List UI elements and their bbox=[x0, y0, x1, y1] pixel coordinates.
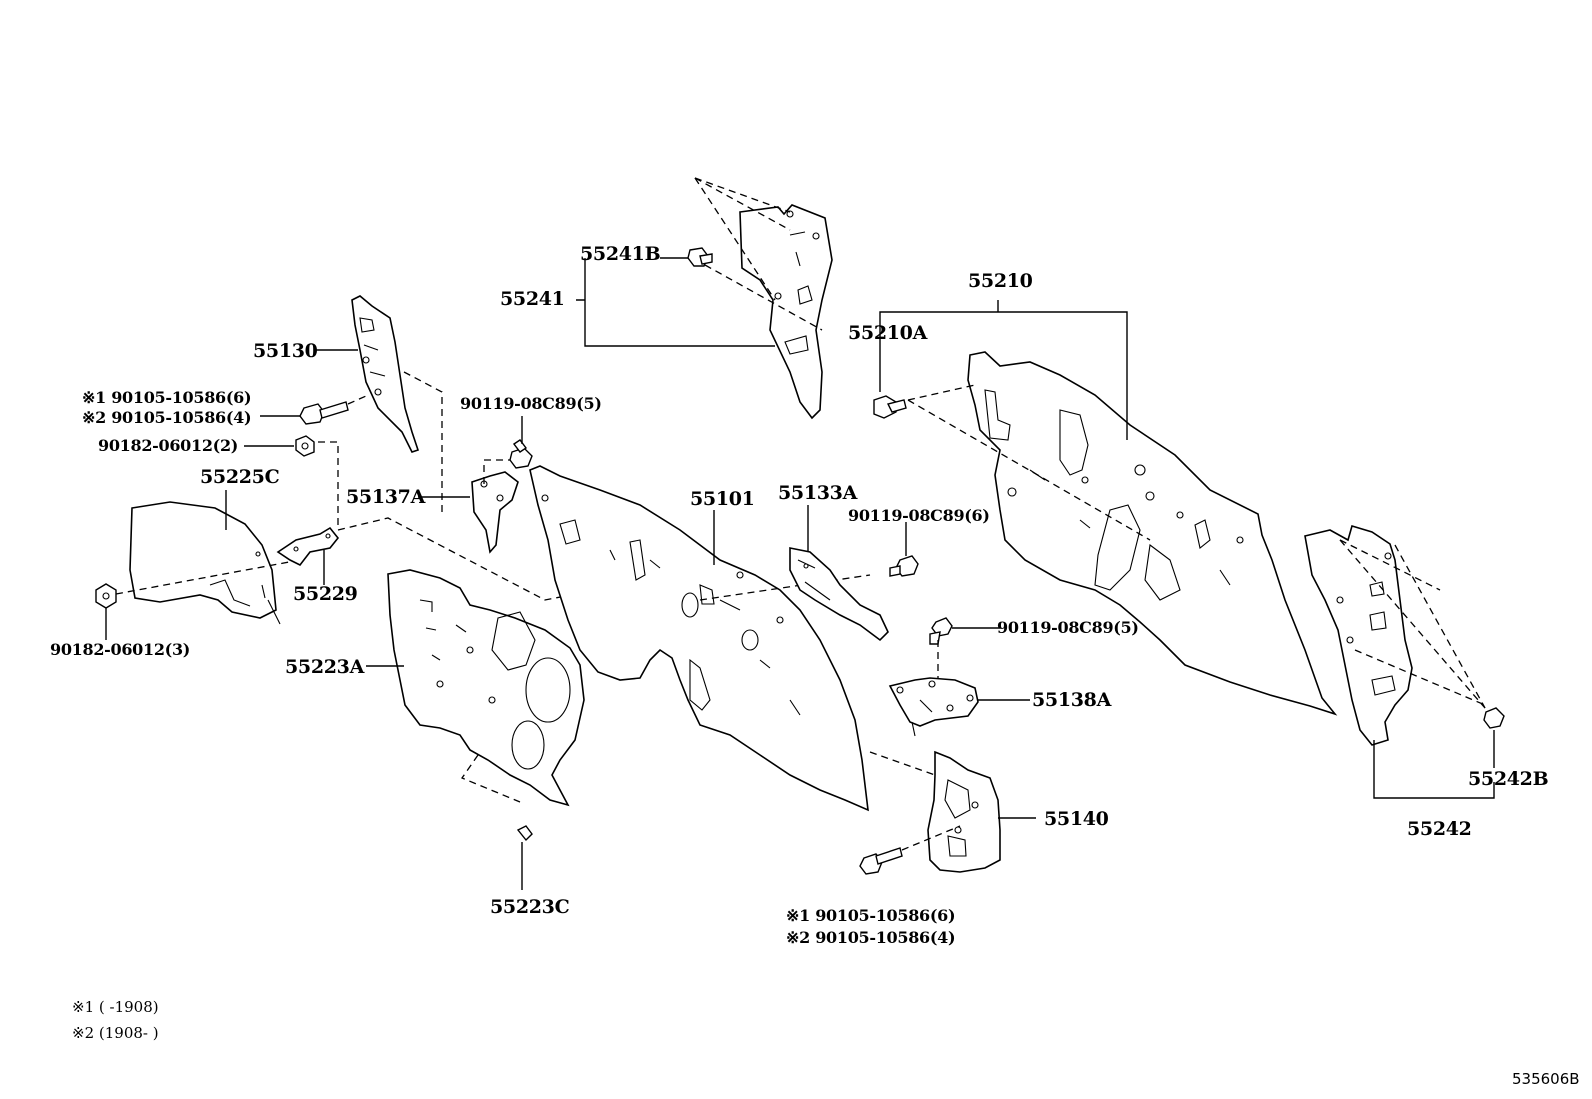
label-55133A: 55133A bbox=[778, 482, 858, 504]
label-55210: 55210 bbox=[968, 270, 1033, 292]
label-55223A: 55223A bbox=[285, 656, 365, 678]
label-55241: 55241 bbox=[500, 288, 565, 310]
label-90105-10586-4-low: ※2 90105-10586(4) bbox=[786, 928, 956, 947]
label-90182-06012-2: 90182-06012(2) bbox=[98, 436, 239, 455]
nut-90182-bottom-drawing bbox=[95, 583, 117, 609]
label-90105-10586-6-low: ※1 90105-10586(6) bbox=[786, 906, 956, 925]
clip-55242B-drawing bbox=[1483, 707, 1505, 729]
bolt-90119-mid-drawing bbox=[889, 555, 919, 577]
footnote-1: ※1 ( -1908) bbox=[72, 998, 159, 1016]
label-90119-08C89-5-top: 90119-08C89(5) bbox=[460, 394, 602, 413]
label-90105-10586-4-top: ※2 90105-10586(4) bbox=[82, 408, 252, 427]
bracket-55138A-drawing bbox=[888, 640, 979, 737]
label-90119-08C89-5-low: 90119-08C89(5) bbox=[997, 618, 1139, 637]
part-55223A-drawing bbox=[387, 569, 585, 807]
bolt-90105-low-drawing bbox=[859, 825, 961, 875]
clip-55210A-drawing bbox=[873, 395, 907, 419]
label-55130: 55130 bbox=[253, 340, 318, 362]
clip-55223C-drawing bbox=[516, 825, 533, 842]
label-90119-08C89-6: 90119-08C89(6) bbox=[848, 506, 990, 525]
label-90182-06012-3: 90182-06012(3) bbox=[50, 640, 191, 659]
label-55101: 55101 bbox=[690, 488, 755, 510]
label-55138A: 55138A bbox=[1032, 689, 1112, 711]
label-55242: 55242 bbox=[1407, 818, 1472, 840]
part-55101-drawing bbox=[529, 465, 871, 812]
label-55140: 55140 bbox=[1044, 808, 1109, 830]
clip-55241B-drawing bbox=[687, 247, 713, 267]
part-55241-drawing bbox=[694, 177, 833, 420]
bracket-55229-drawing bbox=[276, 526, 340, 567]
nut-90182-top-drawing bbox=[295, 435, 339, 530]
label-55223C: 55223C bbox=[490, 896, 570, 918]
part-55140-drawing bbox=[869, 750, 1001, 873]
label-55225C: 55225C bbox=[200, 466, 280, 488]
label-55210A: 55210A bbox=[848, 322, 928, 344]
bracket-55137A-drawing bbox=[471, 459, 519, 554]
footnote-2: ※2 (1908- ) bbox=[72, 1024, 159, 1042]
figure-id: 535606B bbox=[1512, 1070, 1580, 1088]
part-55242-drawing bbox=[1304, 525, 1486, 746]
label-90105-10586-6-top: ※1 90105-10586(6) bbox=[82, 388, 252, 407]
part-55130-drawing bbox=[351, 295, 443, 512]
bracket-55133A-drawing bbox=[789, 547, 889, 642]
label-55229: 55229 bbox=[293, 583, 358, 605]
bolt-90105-left-drawing bbox=[299, 395, 367, 425]
bolt-90119-low-drawing bbox=[929, 617, 953, 645]
label-55137A: 55137A bbox=[346, 486, 426, 508]
part-55210-drawing bbox=[907, 351, 1338, 716]
bolt-90119-top-drawing bbox=[509, 439, 533, 469]
label-55242B: 55242B bbox=[1468, 768, 1549, 790]
label-55241B: 55241B bbox=[580, 243, 661, 265]
part-55225C-drawing bbox=[129, 501, 281, 625]
